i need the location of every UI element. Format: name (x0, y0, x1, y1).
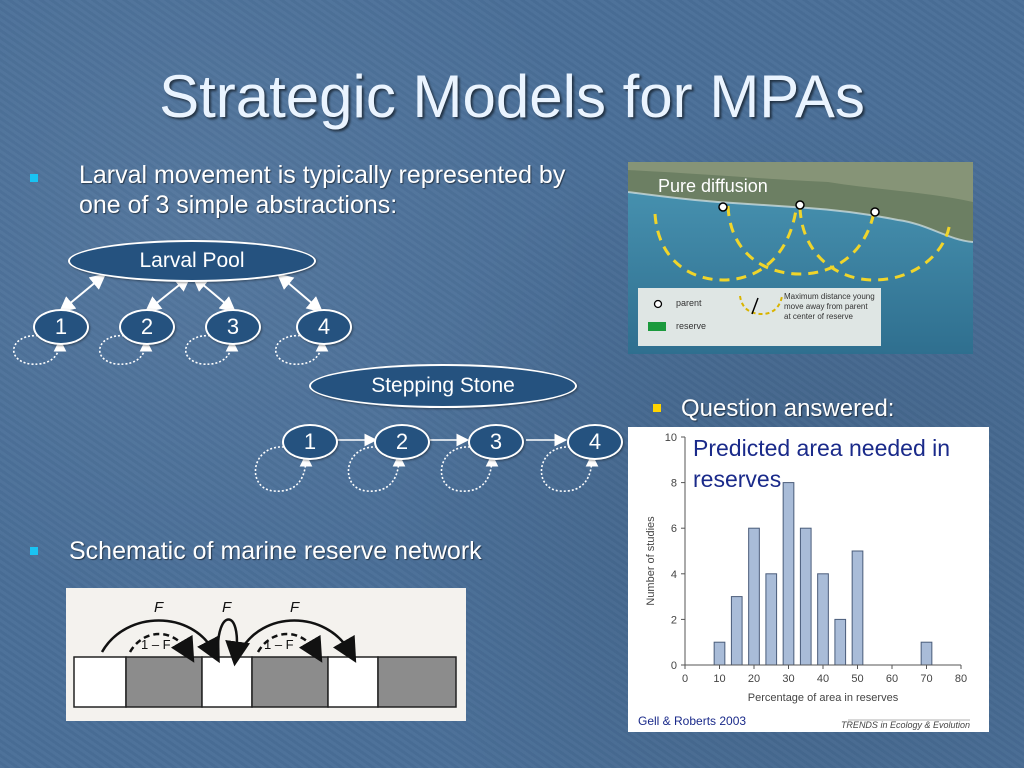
open-cell-3 (327, 656, 379, 708)
histogram-bar (748, 527, 760, 666)
pool-node-1: 1 (33, 309, 89, 345)
diffusion-title: Pure diffusion (658, 176, 768, 196)
pool-node-4: 4 (296, 309, 352, 345)
histogram-bar (920, 641, 933, 666)
arc-solid-right (238, 619, 357, 663)
larval-pool-diagram (12, 273, 329, 365)
reserve-area-chart: 0 10 20 30 40 50 60 70 80 0 2 4 6 8 10 Number of studi… (628, 427, 989, 732)
f-right-label: F (290, 599, 300, 616)
step-loop-4 (540, 446, 599, 492)
self-loop-1 (12, 334, 67, 365)
histogram-bar (782, 482, 795, 666)
one-minus-f-right-label: 1 – F (264, 637, 294, 652)
pool-node-3: 3 (205, 309, 261, 345)
parent-marker-3 (870, 207, 880, 217)
reserve-cell-3 (377, 656, 457, 708)
parent-marker-2 (795, 200, 805, 210)
legend-reserve-label: reserve (676, 321, 707, 331)
y-tick-label: 6 (671, 523, 677, 535)
arc-mid-loop (216, 618, 251, 667)
self-loop-4 (274, 334, 329, 365)
reserve-network-schematic: F F F 1 – F 1 – F (66, 588, 466, 721)
arc-dashed-left (128, 632, 195, 663)
histogram-bar (834, 618, 847, 666)
histogram-bar (765, 573, 778, 666)
map-legend-box (638, 288, 881, 346)
stepping-stone-diagram (254, 433, 599, 492)
pool-arrow-3 (191, 275, 237, 313)
histogram-bar (730, 596, 743, 666)
pool-arrow-1 (58, 273, 107, 313)
legend-distance-label: Maximum distance young move away from pa… (784, 292, 875, 321)
f-left-label: F (154, 599, 164, 616)
reserve-cell-2 (251, 656, 329, 708)
x-tick-label: 20 (748, 673, 760, 685)
step-node-4: 4 (567, 424, 623, 460)
one-minus-f-left-label: 1 – F (141, 637, 171, 652)
schematic-text: Schematic of marine reserve network (69, 537, 482, 565)
parent-marker-1 (718, 202, 728, 212)
step-loop-3 (440, 446, 499, 492)
reserve-legend-swatch (648, 322, 666, 331)
bullet-marker (30, 174, 38, 182)
x-tick-label: 70 (920, 673, 932, 685)
stepping-stone-node: Stepping Stone (309, 364, 577, 408)
step-node-2: 2 (374, 424, 430, 460)
y-tick-label: 0 (671, 660, 677, 672)
histogram-bar (799, 527, 812, 666)
diffusion-arc-3 (798, 207, 952, 282)
y-axis-label: Number of studies (645, 516, 657, 606)
diffusion-arc-1 (653, 209, 798, 282)
x-tick-label: 40 (817, 673, 829, 685)
diffusion-arc-2 (726, 205, 876, 276)
y-tick-label: 8 (671, 478, 677, 490)
larval-intro-text: Larval movement is typically represented… (79, 161, 566, 219)
step-loop-1 (254, 446, 313, 492)
histogram-bar (851, 550, 864, 666)
pool-node-2: 2 (119, 309, 175, 345)
x-tick-label: 60 (886, 673, 898, 685)
x-tick-label: 80 (955, 673, 967, 685)
x-tick-label: 0 (682, 673, 688, 685)
x-tick-label: 30 (782, 673, 794, 685)
step-node-3: 3 (468, 424, 524, 460)
arc-dashed-right (256, 632, 323, 663)
bullet-marker (653, 404, 661, 412)
y-tick-label: 2 (671, 614, 677, 626)
step-node-1: 1 (282, 424, 338, 460)
histogram-bar (713, 641, 726, 666)
pool-arrow-2 (144, 275, 192, 313)
arc-solid-left (100, 619, 220, 664)
larval-pool-node: Larval Pool (68, 240, 316, 282)
histogram-bar (817, 573, 829, 666)
x-tick-label: 10 (713, 673, 725, 685)
question-text: Question answered: (681, 395, 895, 422)
self-loop-2 (98, 334, 153, 365)
citation-text: Gell & Roberts 2003 (638, 714, 747, 728)
open-cell-1 (73, 656, 127, 708)
f-mid-label: F (222, 599, 232, 616)
pool-arrow-4 (276, 273, 324, 313)
y-tick-label: 4 (671, 569, 677, 581)
chart-source: TRENDS in Ecology & Evolution (841, 720, 970, 730)
legend-parent-label: parent (676, 298, 702, 308)
answer-text: Predicted area needed in reserves (693, 435, 951, 492)
slide-title: Strategic Models for MPAs (159, 63, 865, 130)
bullet-marker (30, 547, 38, 555)
x-axis-label: Percentage of area in reserves (748, 692, 899, 704)
x-tick-label: 50 (851, 673, 863, 685)
self-loop-3 (184, 334, 239, 365)
step-loop-2 (347, 446, 406, 492)
reserve-cell-1 (125, 656, 203, 708)
open-cell-2 (201, 656, 253, 708)
y-tick-label: 10 (665, 432, 677, 444)
diffusion-map: Pure diffusion parent reserve Maximum di… (628, 162, 973, 354)
